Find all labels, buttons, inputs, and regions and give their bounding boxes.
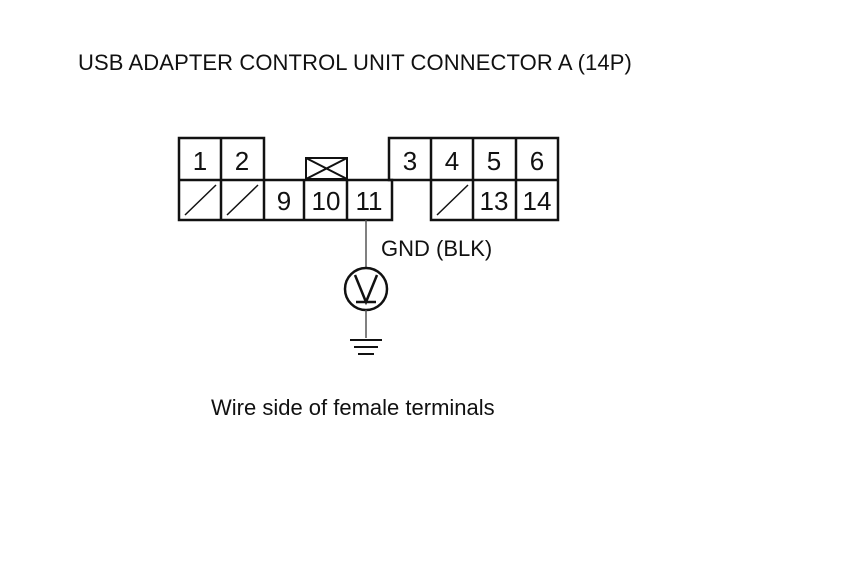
wire-label: GND (BLK) [381,236,492,261]
terminal-3: 3 [403,146,417,176]
voltmeter-icon [343,266,389,312]
terminal-1: 1 [193,146,207,176]
terminal-9: 9 [277,186,291,216]
slash-cell-icon [226,184,259,216]
connector-right-block [387,136,560,222]
terminal-11: 11 [356,186,383,216]
terminal-13: 13 [480,186,509,216]
slash-cell-icon [184,184,217,216]
slash-cell-icon [436,184,469,216]
terminal-14: 14 [523,186,552,216]
crossed-box-icon [305,157,348,180]
terminal-10: 10 [312,186,341,216]
terminal-5: 5 [487,146,501,176]
terminal-4: 4 [445,146,459,176]
terminal-2: 2 [235,146,249,176]
diagram-caption: Wire side of female terminals [211,395,495,420]
terminal-6: 6 [530,146,544,176]
ground-icon [350,339,382,355]
diagram-title: USB ADAPTER CONTROL UNIT CONNECTOR A (14… [78,50,632,75]
